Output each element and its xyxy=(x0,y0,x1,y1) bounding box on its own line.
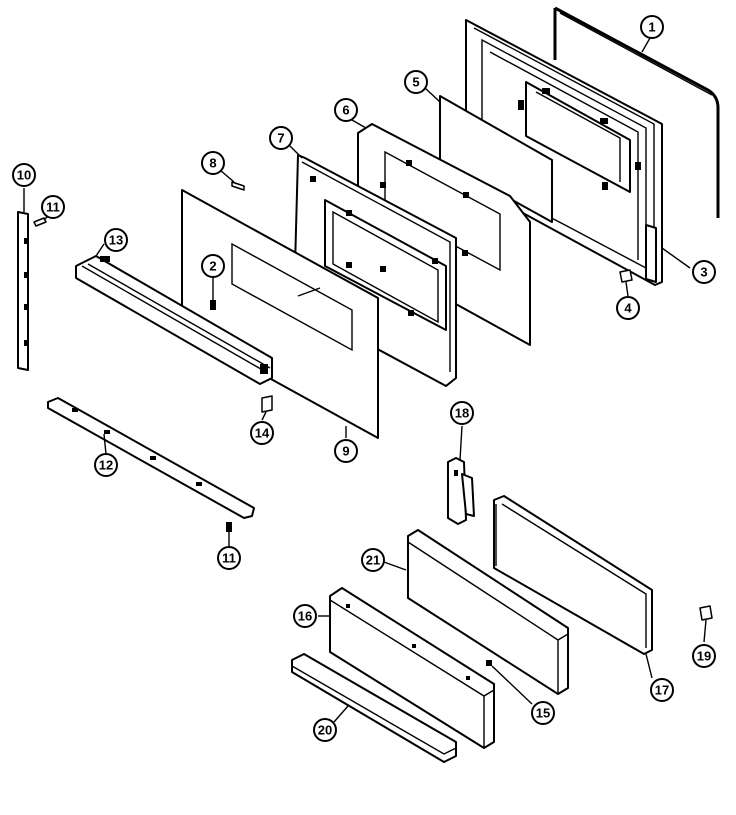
leader-lines xyxy=(23,37,707,723)
svg-text:1: 1 xyxy=(648,20,655,35)
part-screw-2 xyxy=(210,290,216,310)
callout-18: 18 xyxy=(450,401,474,425)
svg-text:8: 8 xyxy=(209,156,216,171)
svg-text:11: 11 xyxy=(46,200,60,215)
part-inner-glass xyxy=(439,95,553,223)
svg-text:10: 10 xyxy=(17,168,31,183)
part-hinge xyxy=(447,457,475,525)
svg-text:9: 9 xyxy=(342,444,349,459)
callout-15: 15 xyxy=(531,701,555,725)
svg-text:19: 19 xyxy=(697,649,711,664)
callout-5: 5 xyxy=(404,70,428,94)
part-handle-bracket xyxy=(261,395,273,413)
part-door-handle xyxy=(75,255,273,385)
callout-8: 8 xyxy=(201,151,225,175)
callout-13: 13 xyxy=(104,228,128,252)
callout-1: 1 xyxy=(640,15,664,39)
callout-20: 20 xyxy=(313,718,337,742)
svg-text:2: 2 xyxy=(209,259,216,274)
part-clip xyxy=(231,181,245,191)
svg-text:11: 11 xyxy=(222,551,236,566)
part-outer-glass xyxy=(181,189,379,439)
part-drawer-front xyxy=(329,587,495,749)
part-screw-15 xyxy=(486,660,492,666)
part-door-gasket xyxy=(553,6,720,218)
svg-text:21: 21 xyxy=(366,553,380,568)
callout-4: 4 xyxy=(616,296,640,320)
part-drawer-panel xyxy=(493,495,653,655)
callout-17: 17 xyxy=(650,678,674,702)
callout-14: 14 xyxy=(250,421,274,445)
callout-2: 2 xyxy=(201,254,225,278)
callout-19: 19 xyxy=(692,644,716,668)
callout-11-lower: 11 xyxy=(217,546,241,570)
svg-text:13: 13 xyxy=(109,233,123,248)
callout-6: 6 xyxy=(334,98,358,122)
svg-text:17: 17 xyxy=(655,683,669,698)
svg-text:5: 5 xyxy=(412,75,419,90)
callout-16: 16 xyxy=(293,604,317,628)
part-door-side-trim xyxy=(17,211,29,371)
svg-text:4: 4 xyxy=(624,301,632,316)
svg-text:16: 16 xyxy=(298,609,312,624)
part-drawer-bottom-trim xyxy=(291,653,457,763)
part-bottom-door-trim xyxy=(47,397,255,519)
callout-21: 21 xyxy=(361,548,385,572)
svg-text:6: 6 xyxy=(342,103,349,118)
svg-text:7: 7 xyxy=(277,131,284,146)
svg-text:3: 3 xyxy=(700,265,707,280)
part-door-liner xyxy=(293,154,457,387)
svg-text:14: 14 xyxy=(255,426,270,441)
svg-text:12: 12 xyxy=(99,458,113,473)
callout-7: 7 xyxy=(269,126,293,150)
part-screw-upper xyxy=(33,217,47,227)
part-drawer-glide xyxy=(699,605,713,621)
part-drawer-insulation xyxy=(407,529,569,695)
callout-12: 12 xyxy=(94,453,118,477)
callout-9: 9 xyxy=(334,439,358,463)
part-screw-lower xyxy=(226,522,232,532)
part-outer-door-panel xyxy=(465,19,663,286)
callout-11-upper: 11 xyxy=(41,195,65,219)
svg-text:15: 15 xyxy=(536,706,550,721)
callout-3: 3 xyxy=(692,260,716,284)
callout-10: 10 xyxy=(12,163,36,187)
svg-text:20: 20 xyxy=(318,723,332,738)
svg-text:18: 18 xyxy=(455,406,469,421)
part-small-clip xyxy=(619,269,633,283)
